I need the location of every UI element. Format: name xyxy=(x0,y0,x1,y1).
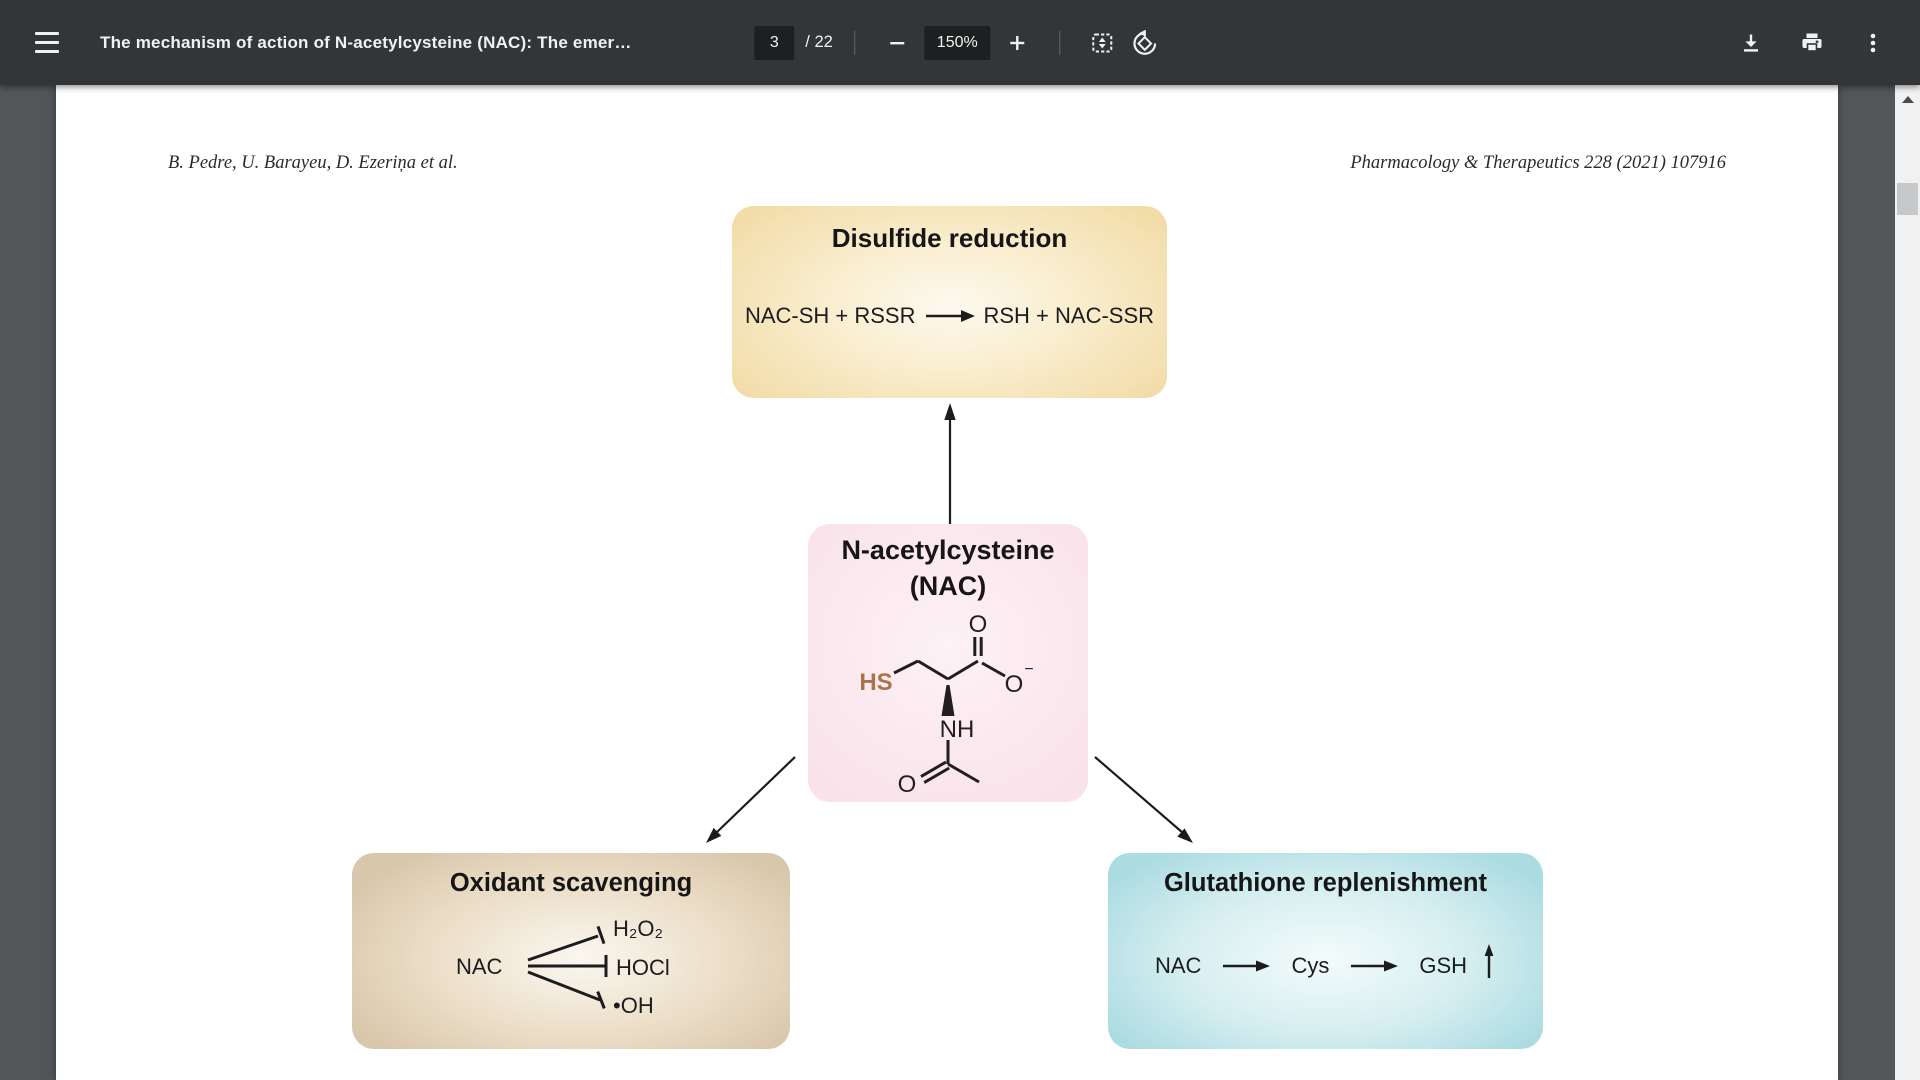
atom-o-carboxylate: O xyxy=(1005,671,1024,698)
vertical-scrollbar[interactable] xyxy=(1895,85,1920,1080)
inhibition-lines xyxy=(527,925,608,1009)
zoom-out-icon[interactable] xyxy=(876,22,918,64)
pathway-arrow-icon xyxy=(1223,960,1271,972)
atom-o-amide: O xyxy=(898,771,917,798)
equation-right: RSH + NAC-SSR xyxy=(983,303,1155,328)
atom-nh: NH xyxy=(940,716,975,743)
oxidant-target-oh: •OH xyxy=(613,993,654,1018)
arrow-to-glutathione-connector xyxy=(1094,756,1193,843)
page-zoom-controls: / 22 150% xyxy=(754,0,1165,85)
arrow-up-connector xyxy=(944,403,956,524)
pathway-cys: Cys xyxy=(1291,953,1330,978)
oxidant-target-h2o2: H₂O₂ xyxy=(613,916,664,941)
oxidant-box-title: Oxidant scavenging xyxy=(449,869,693,897)
scrollbar-thumb[interactable] xyxy=(1897,183,1918,215)
increase-arrow-icon xyxy=(1484,944,1494,978)
glutathione-box-title: Glutathione replenishment xyxy=(1163,869,1488,897)
charge-minus: − xyxy=(1024,661,1033,678)
toolbar-right-actions xyxy=(1730,22,1920,64)
glutathione-replenishment-box: Glutathione replenishment NAC Cys GSH xyxy=(1108,853,1543,1049)
oxidant-scavenging-box: Oxidant scavenging NAC H₂O₂ HOCl •OH xyxy=(352,853,790,1049)
running-header-authors: B. Pedre, U. Barayeu, D. Ezeriņa et al. xyxy=(168,153,458,173)
arrow-to-oxidant-connector xyxy=(706,756,796,843)
disulfide-reduction-box: Disulfide reduction NAC-SH + RSSR RSH + … xyxy=(732,206,1167,398)
document-title: The mechanism of action of N-acetylcyste… xyxy=(100,32,632,52)
oxidant-source-label: NAC xyxy=(456,954,503,979)
pathway-nac: NAC xyxy=(1154,953,1202,978)
nac-box-title-line1: N-acetylcysteine xyxy=(841,535,1055,565)
document-viewport: B. Pedre, U. Barayeu, D. Ezeriņa et al. … xyxy=(0,85,1920,1080)
pathway-arrow-icon xyxy=(1351,960,1399,972)
more-options-icon[interactable] xyxy=(1852,22,1894,64)
reaction-arrow-icon xyxy=(925,310,975,322)
nac-box-title-line2: (NAC) xyxy=(909,571,987,601)
rotate-icon[interactable] xyxy=(1124,22,1166,64)
disulfide-equation: NAC-SH + RSSR RSH + NAC-SSR xyxy=(732,303,1167,329)
toolbar-divider xyxy=(1059,30,1061,55)
nac-box: N-acetylcysteine (NAC) HS O O − xyxy=(808,524,1088,802)
scroll-up-icon xyxy=(1901,95,1914,103)
nac-chemical-structure: HS O O − NH O xyxy=(859,611,1033,798)
glutathione-pathway: NAC Cys GSH xyxy=(1108,944,1543,980)
toolbar-divider xyxy=(853,30,855,55)
page-total-label: / 22 xyxy=(805,33,833,51)
disulfide-box-title: Disulfide reduction xyxy=(831,223,1068,253)
pathway-gsh: GSH xyxy=(1419,953,1468,978)
menu-icon[interactable] xyxy=(26,22,68,64)
download-icon[interactable] xyxy=(1730,22,1772,64)
atom-o-carbonyl: O xyxy=(969,611,988,638)
scroll-up-button[interactable] xyxy=(1895,85,1920,113)
zoom-in-icon[interactable] xyxy=(997,22,1039,64)
pdf-page: B. Pedre, U. Barayeu, D. Ezeriņa et al. … xyxy=(56,85,1838,1080)
oxidant-target-hocl: HOCl xyxy=(616,955,670,980)
print-icon[interactable] xyxy=(1791,22,1833,64)
zoom-level-button[interactable]: 150% xyxy=(923,25,991,60)
page-number-input[interactable] xyxy=(754,25,795,60)
pdf-toolbar: The mechanism of action of N-acetylcyste… xyxy=(0,0,1920,85)
fit-to-page-icon[interactable] xyxy=(1082,22,1124,64)
atom-hs: HS xyxy=(859,669,892,696)
equation-left: NAC-SH + RSSR xyxy=(744,303,916,328)
running-header-journal: Pharmacology & Therapeutics 228 (2021) 1… xyxy=(1350,153,1726,173)
